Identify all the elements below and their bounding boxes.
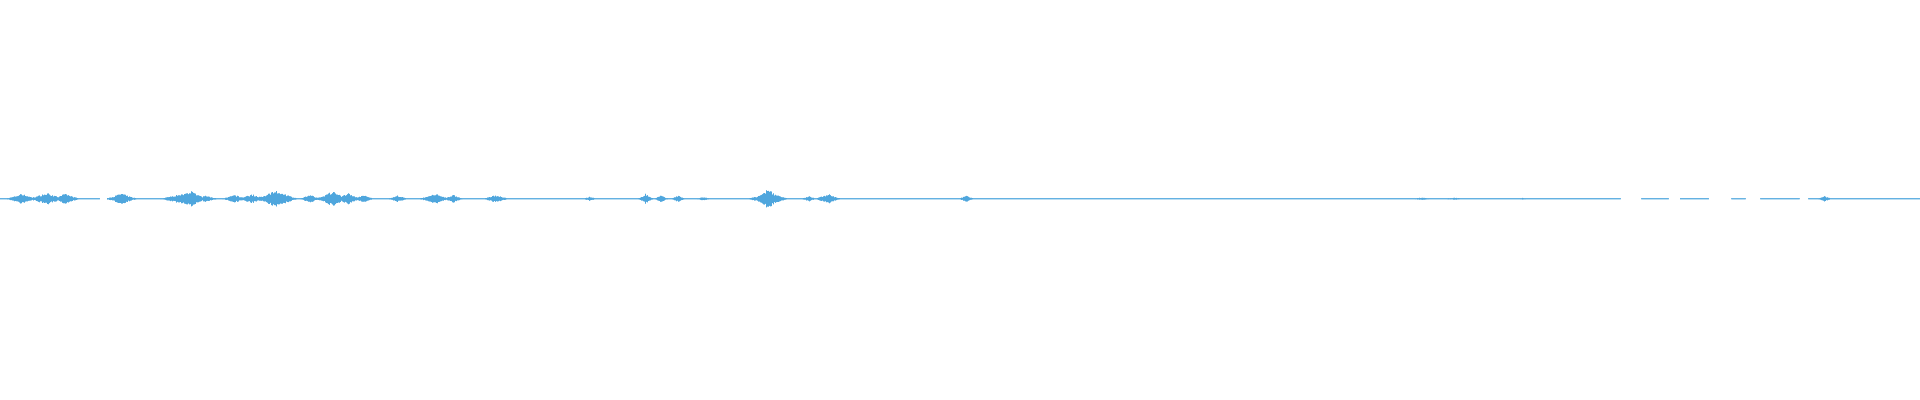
waveform-segment xyxy=(1731,198,1746,200)
waveform-segment xyxy=(1641,198,1669,200)
waveform-segment xyxy=(107,190,1621,208)
waveform-segments xyxy=(0,190,1920,208)
waveform-segment xyxy=(1680,198,1709,200)
waveform-segment xyxy=(1760,198,1800,200)
waveform-segment xyxy=(0,193,100,205)
waveform-segment xyxy=(1808,196,1920,202)
